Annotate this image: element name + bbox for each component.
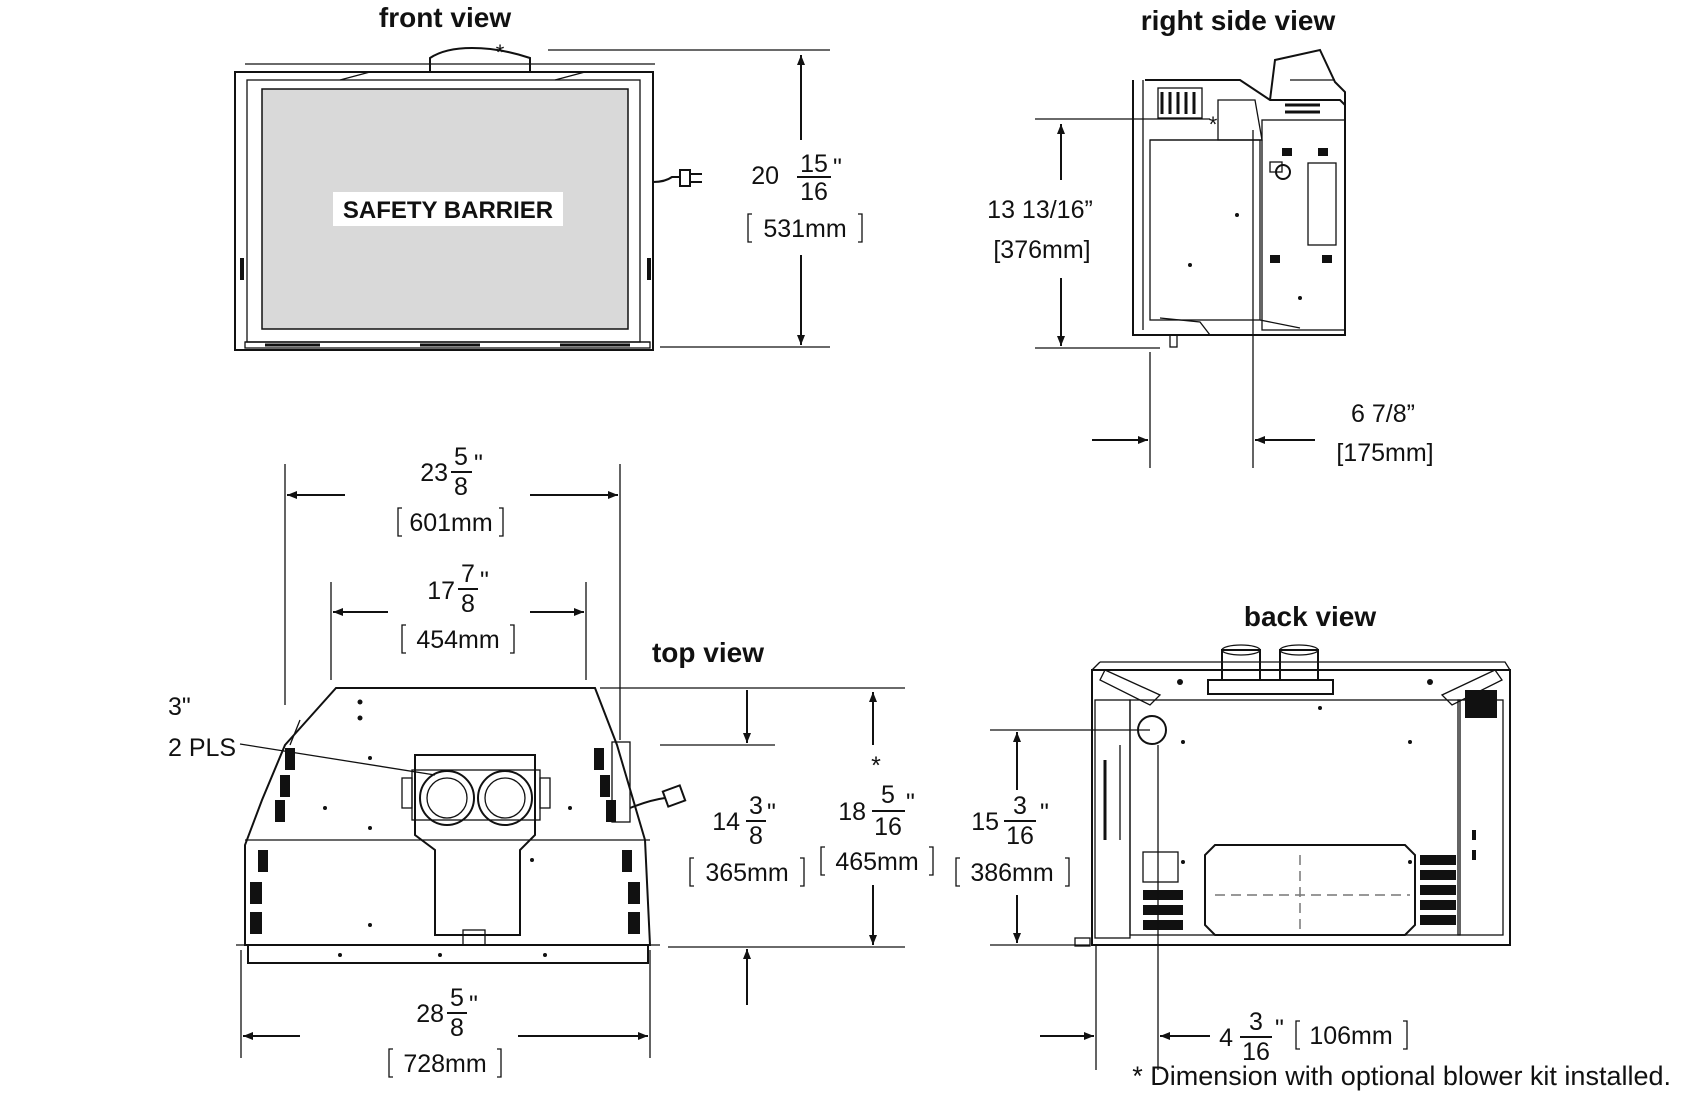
back-access-plate (1204, 844, 1416, 936)
svg-text:13 13/16”: 13 13/16” (987, 196, 1093, 224)
svg-text:": " (1040, 799, 1049, 827)
footnote: * Dimension with optional blower kit ins… (1132, 1061, 1671, 1091)
svg-text:": " (833, 154, 842, 182)
svg-text:14: 14 (712, 808, 740, 836)
svg-text:8: 8 (461, 590, 475, 618)
svg-text:15: 15 (800, 150, 828, 178)
top-view-plug-icon (661, 784, 687, 808)
top-view-vent-collar (414, 754, 536, 936)
safety-barrier-label-box (333, 192, 563, 226)
svg-text:15: 15 (971, 808, 999, 836)
back-louvers-right (1420, 855, 1456, 925)
front-view-drawing: SAFETY BARRIER * (234, 40, 702, 351)
svg-text:": " (1275, 1015, 1284, 1043)
top-view-outline (244, 687, 652, 946)
vent-pipe-right-icon (477, 770, 533, 826)
svg-text:16: 16 (800, 178, 828, 206)
svg-text:8: 8 (450, 1014, 464, 1042)
svg-text:20: 20 (751, 162, 779, 190)
svg-text:3: 3 (1249, 1008, 1263, 1036)
svg-text:23: 23 (420, 459, 448, 487)
svg-text:601mm: 601mm (409, 509, 492, 537)
top-view-base (247, 944, 649, 964)
svg-text:531mm: 531mm (763, 215, 846, 243)
right-depth-dimension: 6 7/8” [175mm] (1092, 130, 1434, 468)
svg-text:5: 5 (454, 443, 468, 471)
right-height-dimension: 13 13/16” [376mm] (987, 118, 1210, 349)
vent-count-label: 2 PLS (168, 734, 236, 762)
front-view-title: front view (379, 2, 511, 33)
svg-text:5: 5 (450, 984, 464, 1012)
svg-text:16: 16 (874, 813, 902, 841)
svg-text:6 7/8”: 6 7/8” (1351, 400, 1415, 428)
top-view-louvers-left (250, 748, 295, 934)
back-height-dimension: 15 3 16 " 386mm (955, 729, 1150, 946)
svg-text:": " (469, 991, 478, 1019)
svg-text:[175mm]: [175mm] (1336, 439, 1433, 467)
front-asterisk: * (496, 40, 505, 65)
back-view-drawing (1074, 644, 1511, 947)
svg-text:*: * (871, 752, 881, 780)
back-louvers-left (1142, 851, 1183, 930)
svg-text:17: 17 (427, 577, 455, 605)
svg-text:16: 16 (1006, 822, 1034, 850)
front-vent-hump (429, 46, 531, 72)
back-view-title: back view (1244, 601, 1377, 632)
svg-text:16: 16 (1242, 1038, 1270, 1066)
front-height-dimension: 20 15 16 " 531mm (548, 49, 863, 348)
back-offset-dimension: 4 3 16 " 106mm (1040, 745, 1408, 1070)
svg-text:365mm: 365mm (705, 859, 788, 887)
power-plug-icon (679, 169, 691, 187)
front-view-outer-frame (234, 71, 654, 351)
top-bottom-width-dimension: 28 5 8 " 728mm (240, 950, 651, 1078)
vent-label: 3" 2 PLS (168, 693, 436, 776)
svg-text:3: 3 (1013, 792, 1027, 820)
svg-text:386mm: 386mm (970, 859, 1053, 887)
top-view-power-cord (629, 797, 666, 809)
top-overall-width-dimension: 23 5 8 " 601mm (284, 443, 621, 740)
svg-text:728mm: 728mm (403, 1050, 486, 1078)
svg-text:28: 28 (416, 1000, 444, 1028)
vent-size-label: 3" (168, 693, 191, 721)
svg-text:8: 8 (454, 473, 468, 501)
svg-text:7: 7 (461, 560, 475, 588)
svg-text:106mm: 106mm (1309, 1022, 1392, 1050)
safety-barrier-label: SAFETY BARRIER (343, 197, 553, 224)
svg-text:": " (906, 789, 915, 817)
svg-text:": " (480, 567, 489, 595)
svg-text:": " (767, 799, 776, 827)
right-side-view-title: right side view (1141, 5, 1336, 36)
top-depth-blower-dimension: * 18 5 16 " 465mm (820, 692, 934, 945)
svg-text:4: 4 (1219, 1024, 1233, 1052)
svg-text:3: 3 (749, 792, 763, 820)
svg-text:465mm: 465mm (835, 848, 918, 876)
svg-text:18: 18 (838, 798, 866, 826)
top-view-louvers-right (594, 748, 640, 934)
right-side-vent (1269, 48, 1346, 105)
vent-pipe-left-icon (419, 770, 475, 826)
top-depth-dimension: 14 3 8 " 365mm (600, 687, 905, 1005)
top-view-title: top view (652, 637, 764, 668)
svg-text:[376mm]: [376mm] (993, 236, 1090, 264)
right-asterisk: * (1209, 112, 1218, 137)
svg-text:": " (474, 450, 483, 478)
svg-text:5: 5 (881, 781, 895, 809)
svg-text:454mm: 454mm (416, 626, 499, 654)
svg-text:8: 8 (749, 822, 763, 850)
power-cord (652, 176, 680, 183)
top-view-drawing (236, 687, 687, 964)
top-inner-width-dimension: 17 7 8 " 454mm (330, 560, 587, 680)
right-side-view-drawing: * (1132, 48, 1346, 348)
